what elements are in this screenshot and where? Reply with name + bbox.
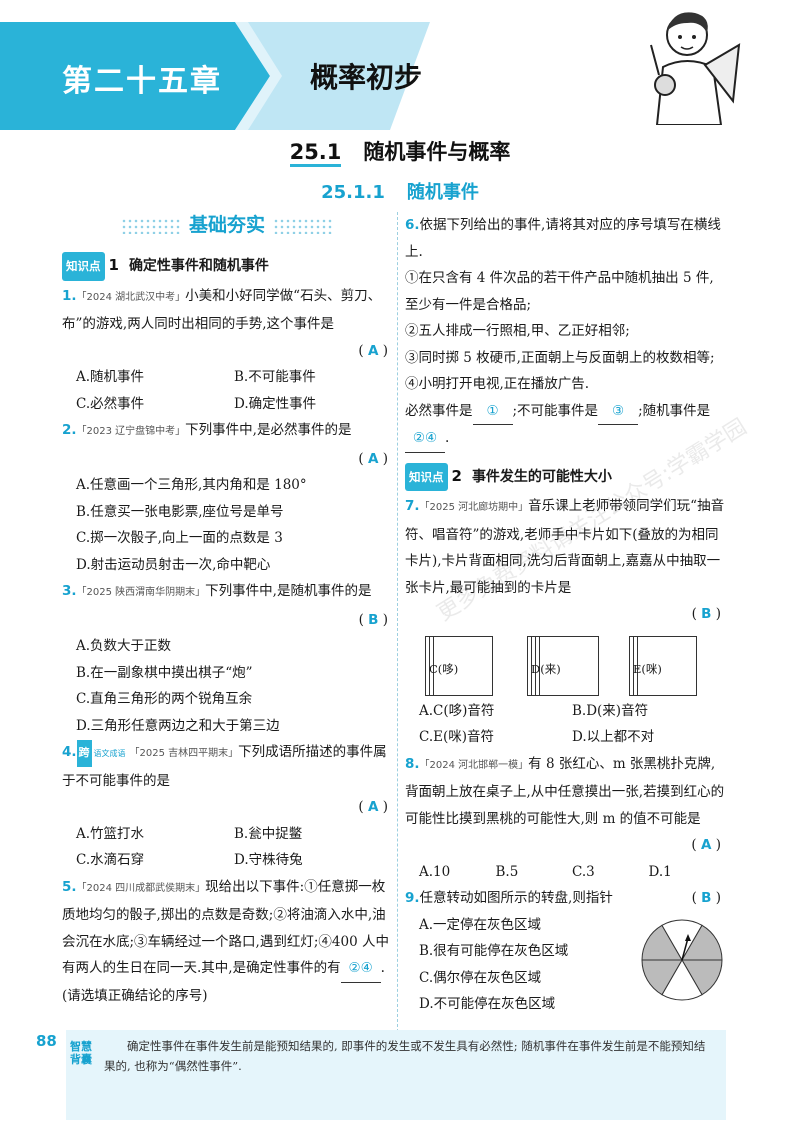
student-illustration <box>650 12 741 125</box>
question-1: 1.「2024 湖北武汉中考」小美和小好同学做“石头、剪刀、布”的游戏,两人同时… <box>62 283 392 418</box>
kp-tag: 知识点 <box>405 462 448 491</box>
card-stack-e: E(咪) <box>629 635 701 696</box>
option: A.任意画一个三角形,其内角和是 180° <box>76 477 307 493</box>
event-item: ④小明打开电视,正在播放广告. <box>405 376 590 392</box>
event-item: ①在只含有 4 件次品的若干件产品中随机抽出 5 件,至少有一件是合格品; <box>405 270 714 313</box>
dots-decoration <box>273 217 333 234</box>
option: A.一定停在灰色区域 <box>419 916 542 933</box>
answer-blank: ②④ <box>340 955 381 983</box>
question-4: 4.跨语文成语「2025 吉林四平期末」下列成语所描述的事件属于不可能事件的是 … <box>62 739 392 874</box>
answer-bracket: ( B ) <box>358 611 388 628</box>
subsection-number: 25.1.1 <box>321 182 385 203</box>
option: C.直角三角形的两个锐角互余 <box>76 691 253 707</box>
option: A.负数大于正数 <box>76 638 172 654</box>
question-3: 3.「2025 陕西渭南华阴期末」下列事件中,是随机事件的是 ( B ) A.负… <box>62 578 392 739</box>
question-5: 5.「2024 四川成都武侯期末」现给出以下事件:①任意掷一枚质地均匀的骰子,掷… <box>62 878 389 1004</box>
question-8: 8.「2024 河北邯郸一模」有 8 张红心、m 张黑桃扑克牌,背面朝上放在桌子… <box>405 751 725 886</box>
dots-decoration <box>120 217 181 234</box>
card-stack-d: D(来) <box>527 635 599 696</box>
tip-text: 确定性事件在事件发生前是能预知结果的, 即事件的发生或不发生具有必然性; 随机事… <box>104 1039 706 1073</box>
chapter-label: 第二十五章 <box>62 64 222 99</box>
option: B.在一副象棋中摸出棋子“炮” <box>76 664 253 681</box>
card-stack-c: C(哆) <box>425 635 497 696</box>
answer-bracket: ( A ) <box>358 450 388 467</box>
spinner-figure <box>641 919 723 1001</box>
subsection-name: 随机事件 <box>406 182 479 203</box>
cross-subject-badge: 跨 <box>76 740 92 767</box>
question-6: 6.依据下列给出的事件,请将其对应的序号填写在横线上. ①在只含有 4 件次品的… <box>405 212 725 453</box>
card-figures: C(哆) D(来) E(咪) <box>425 635 725 696</box>
answer-blank: ②④ <box>405 425 445 453</box>
answer-bracket: ( A ) <box>691 837 721 853</box>
answer-blank: ① <box>472 398 513 425</box>
event-item: ③同时掷 5 枚硬币,正面朝上与反面朝上的枚数相等; <box>405 349 715 366</box>
option: D.射击运动员射击一次,命中靶心 <box>76 556 271 573</box>
right-column: 6.依据下列给出的事件,请将其对应的序号填写在横线上. ①在只含有 4 件次品的… <box>405 212 725 1018</box>
option: C.掷一次骰子,向上一面的点数是 3 <box>76 530 283 546</box>
option: D.三角形任意两边之和大于第三边 <box>76 717 280 734</box>
answer-bracket: ( A ) <box>358 342 388 359</box>
question-9: 9.任意转动如图所示的转盘,则指针( B ) A.一定停在灰色区域 B.很有可能… <box>405 885 725 1018</box>
question-2: 2.「2023 辽宁盘锦中考」下列事件中,是必然事件的是 ( A ) A.任意画… <box>62 417 392 578</box>
tip-box <box>66 1030 726 1120</box>
answer-bracket: ( A ) <box>358 799 388 815</box>
chapter-banner <box>0 22 430 130</box>
section-title: 25.1 随机事件与概率 <box>0 136 800 167</box>
subsection-title: 25.1.1 随机事件 <box>0 178 800 204</box>
question-7: 7.「2025 河北廊坊期中」音乐课上老师带领同学们玩“抽音符、唱音符”的游戏,… <box>405 493 725 751</box>
kp-tag: 知识点 <box>62 252 105 281</box>
chapter-title: 概率初步 <box>310 61 423 94</box>
tip-label: 智慧背囊 <box>70 1040 92 1066</box>
option: C.偶尔停在灰色区域 <box>419 969 542 986</box>
answer-bracket: ( B ) <box>691 890 721 906</box>
section-name: 随机事件与概率 <box>363 140 511 164</box>
section-number: 25.1 <box>289 140 342 167</box>
option: B.很有可能停在灰色区域 <box>419 943 569 959</box>
basic-section-heading: 基础夯实 <box>62 212 392 242</box>
option: B.任意买一张电影票,座位号是单号 <box>76 503 284 520</box>
answer-blank: ③ <box>598 398 639 425</box>
column-divider <box>397 212 398 1032</box>
option: D.不可能停在灰色区域 <box>419 996 556 1012</box>
answer-bracket: ( B ) <box>691 606 721 622</box>
event-item: ②五人排成一行照相,甲、乙正好相邻; <box>405 323 630 339</box>
page-number: 88 <box>36 1032 57 1050</box>
